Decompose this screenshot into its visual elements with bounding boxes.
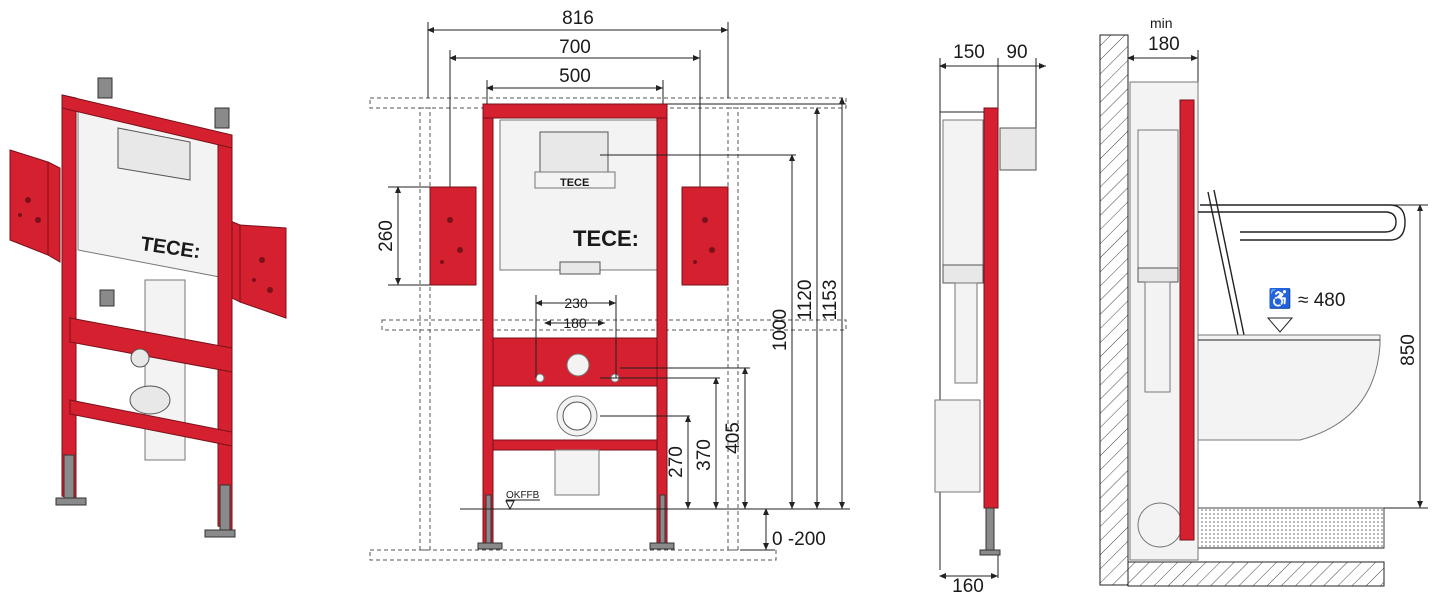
- min-label: min: [1150, 15, 1173, 31]
- perspective-view: TECE:: [9, 77, 287, 538]
- dim-1000: 1000: [770, 309, 791, 351]
- dim-floor-adjust: 0 -200: [772, 529, 826, 550]
- dim-700: 700: [559, 37, 591, 58]
- wheelchair-icon: ♿: [1268, 287, 1292, 310]
- frame-installed: [1179, 99, 1195, 541]
- dim-180-front: 180: [563, 315, 587, 331]
- upright-left-front: [482, 103, 494, 545]
- installed-view: min 180 ♿ ≈ 480 850: [1099, 15, 1428, 587]
- dim-370: 370: [694, 439, 715, 471]
- toilet-bowl: [1197, 334, 1381, 441]
- frame-upright-left: [61, 94, 77, 501]
- bracket-right-front: [681, 186, 729, 286]
- dim-500: 500: [559, 66, 591, 87]
- frame-upright-right: [217, 134, 233, 531]
- dim-405: 405: [723, 422, 744, 454]
- dim-1153: 1153: [820, 280, 841, 321]
- dim-150: 150: [953, 42, 985, 63]
- right-bracket-panel: [239, 224, 287, 319]
- side-view: 150 90 160: [934, 42, 1046, 595]
- flush-plate-side: [999, 127, 1037, 171]
- dim-270: 270: [666, 446, 687, 478]
- grab-bar: [1200, 204, 1406, 241]
- dim-min-180: 180: [1148, 34, 1180, 55]
- floor-ref-label: OKFFB: [506, 490, 540, 501]
- floor-hatched: [1127, 561, 1385, 587]
- dim-160: 160: [952, 576, 984, 595]
- frame-side: [983, 107, 999, 509]
- logo-front: TECE:: [573, 226, 639, 251]
- dim-850: 850: [1398, 334, 1419, 366]
- cistern-side: [942, 119, 984, 271]
- frame-top-rail: [61, 94, 233, 149]
- dim-1120: 1120: [795, 280, 816, 321]
- wall-hatched: [1099, 34, 1129, 586]
- dim-816: 816: [562, 8, 594, 29]
- seat-height: ≈ 480: [1298, 290, 1345, 311]
- dim-260: 260: [376, 220, 397, 252]
- front-view: 816 700 500 TECE TECE:: [369, 8, 850, 561]
- logo-small: TECE: [560, 177, 589, 189]
- bracket-left-front: [429, 186, 477, 286]
- top-rail-front: [482, 103, 668, 119]
- dim-90: 90: [1006, 42, 1027, 63]
- dim-230: 230: [564, 295, 588, 311]
